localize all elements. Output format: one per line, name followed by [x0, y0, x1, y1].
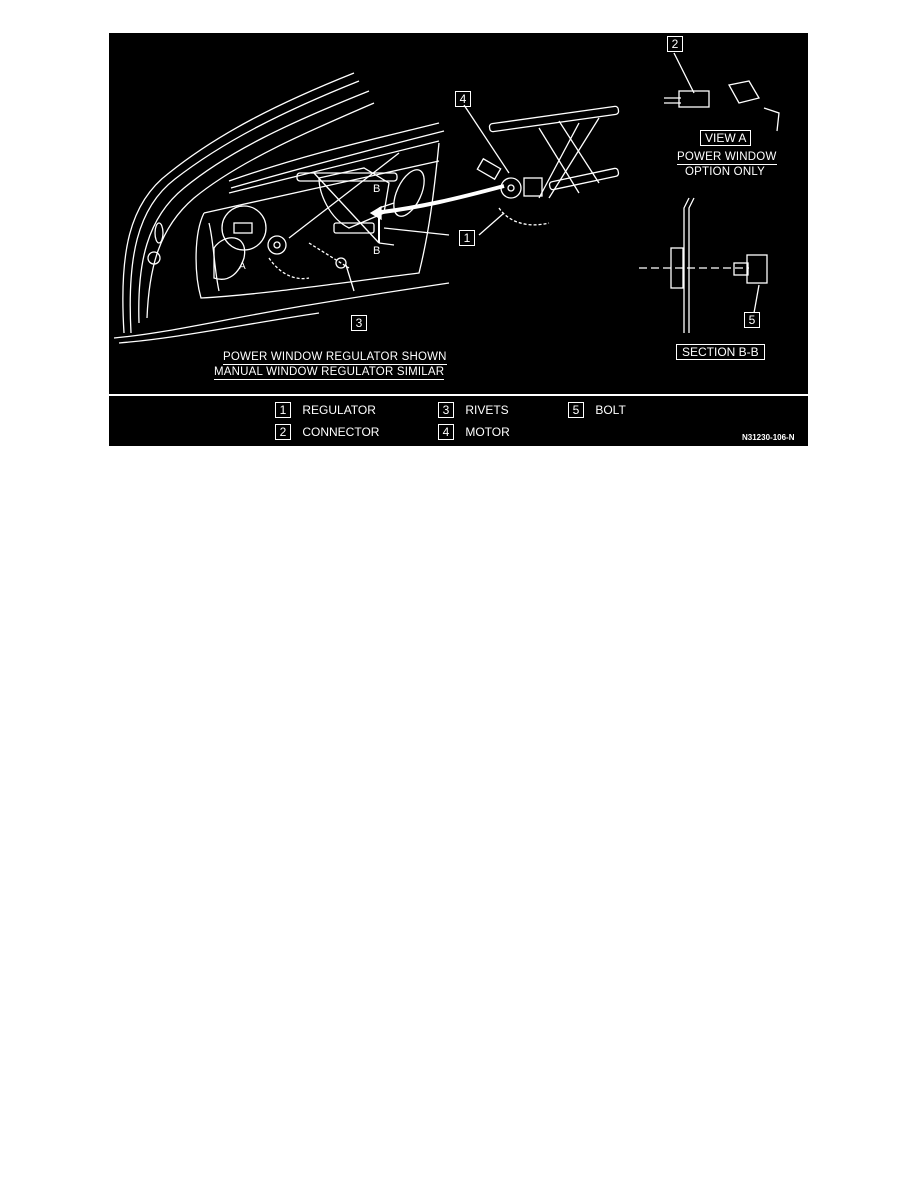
- figure-code: N31230-106-N: [742, 433, 795, 442]
- callout-1: 1: [459, 230, 475, 246]
- legend-num: 5: [568, 402, 584, 418]
- view-a-line1: POWER WINDOW: [677, 151, 777, 165]
- main-caption-line2: MANUAL WINDOW REGULATOR SIMILAR: [214, 366, 445, 380]
- legend-label: BOLT: [595, 403, 626, 417]
- legend-label: REGULATOR: [302, 403, 376, 417]
- legend-item-5: 5 BOLT: [568, 402, 626, 418]
- legend-num: 4: [438, 424, 454, 440]
- callout-4: 4: [455, 91, 471, 107]
- callout-3: 3: [351, 315, 367, 331]
- section-b-marker-bottom: B: [373, 245, 381, 257]
- legend-num: 2: [275, 424, 291, 440]
- legend-num: 1: [275, 402, 291, 418]
- door-regulator-diagram: 2 4 1 3 5 A B B VIEW A POWER WINDOW OPTI…: [109, 33, 808, 446]
- callout-2: 2: [667, 36, 683, 52]
- legend-item-2: 2 CONNECTOR: [275, 424, 379, 440]
- view-a-line2: OPTION ONLY: [685, 166, 765, 178]
- main-caption-line1: POWER WINDOW REGULATOR SHOWN: [223, 351, 447, 365]
- view-a-marker: A: [239, 261, 246, 272]
- legend-label: CONNECTOR: [302, 425, 380, 439]
- legend-label: MOTOR: [465, 425, 510, 439]
- view-a-label: VIEW A: [700, 130, 752, 146]
- legend-item-3: 3 RIVETS: [438, 402, 509, 418]
- legend-item-1: 1 REGULATOR: [275, 402, 376, 418]
- diagram-linework: [109, 52, 808, 396]
- callout-5: 5: [744, 312, 760, 328]
- legend-item-4: 4 MOTOR: [438, 424, 510, 440]
- legend-num: 3: [438, 402, 454, 418]
- section-b-marker-top: B: [373, 183, 381, 195]
- section-b-b-label: SECTION B-B: [676, 344, 765, 360]
- legend-label: RIVETS: [465, 403, 509, 417]
